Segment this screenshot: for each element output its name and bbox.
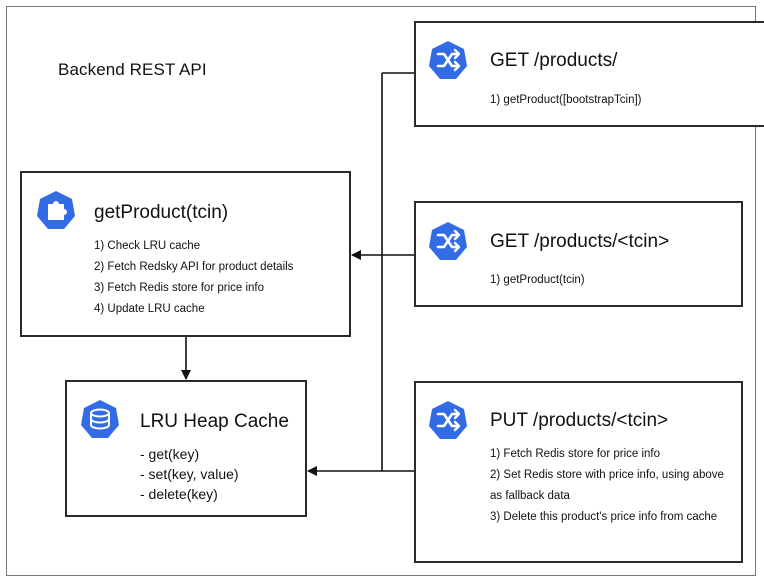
shuffle-icon [428,221,468,261]
lru-cache-title: LRU Heap Cache [140,411,289,432]
list-item: 1) Fetch Redis store for price info [490,448,661,460]
shuffle-icon [428,40,468,80]
get-product-title: getProduct(tcin) [94,202,229,223]
list-item: 3) Delete this product's price info from… [490,511,718,523]
list-item: 2) Set Redis store with price info, usin… [490,469,724,502]
list-item: 1) Check LRU cache [94,240,201,252]
puzzle-icon [36,190,76,230]
shuffle-icon [428,400,468,440]
put-product-tcin-node [414,381,743,563]
lru-cache-methods: - get(key) - set(key, value) - delete(ke… [140,444,239,504]
list-item: - delete(key) [140,486,218,502]
get-products-node [414,21,764,127]
list-item: 1) getProduct(tcin) [490,274,585,286]
list-item: 2) Fetch Redsky API for product details [94,261,294,273]
get-product-node [20,171,351,337]
list-item: 3) Fetch Redis store for price info [94,282,265,294]
get-product-steps: 1) Check LRU cache 2) Fetch Redsky API f… [94,236,293,320]
get-product-tcin-title: GET /products/<tcin> [490,231,670,252]
list-item: 4) Update LRU cache [94,303,205,315]
diagram-title: Backend REST API [58,60,207,79]
list-item: - set(key, value) [140,466,239,482]
get-product-tcin-steps: 1) getProduct(tcin) [490,270,585,291]
put-product-tcin-steps: 1) Fetch Redis store for price info 2) S… [490,444,730,528]
get-product-tcin-node [414,201,743,307]
put-product-tcin-title: PUT /products/<tcin> [490,410,669,431]
diagram-frame [6,6,756,576]
list-item: - get(key) [140,446,200,462]
get-products-steps: 1) getProduct([bootstrapTcin]) [490,90,642,111]
database-icon [80,399,120,439]
get-products-title: GET /products/ [490,50,618,71]
list-item: 1) getProduct([bootstrapTcin]) [490,94,642,106]
